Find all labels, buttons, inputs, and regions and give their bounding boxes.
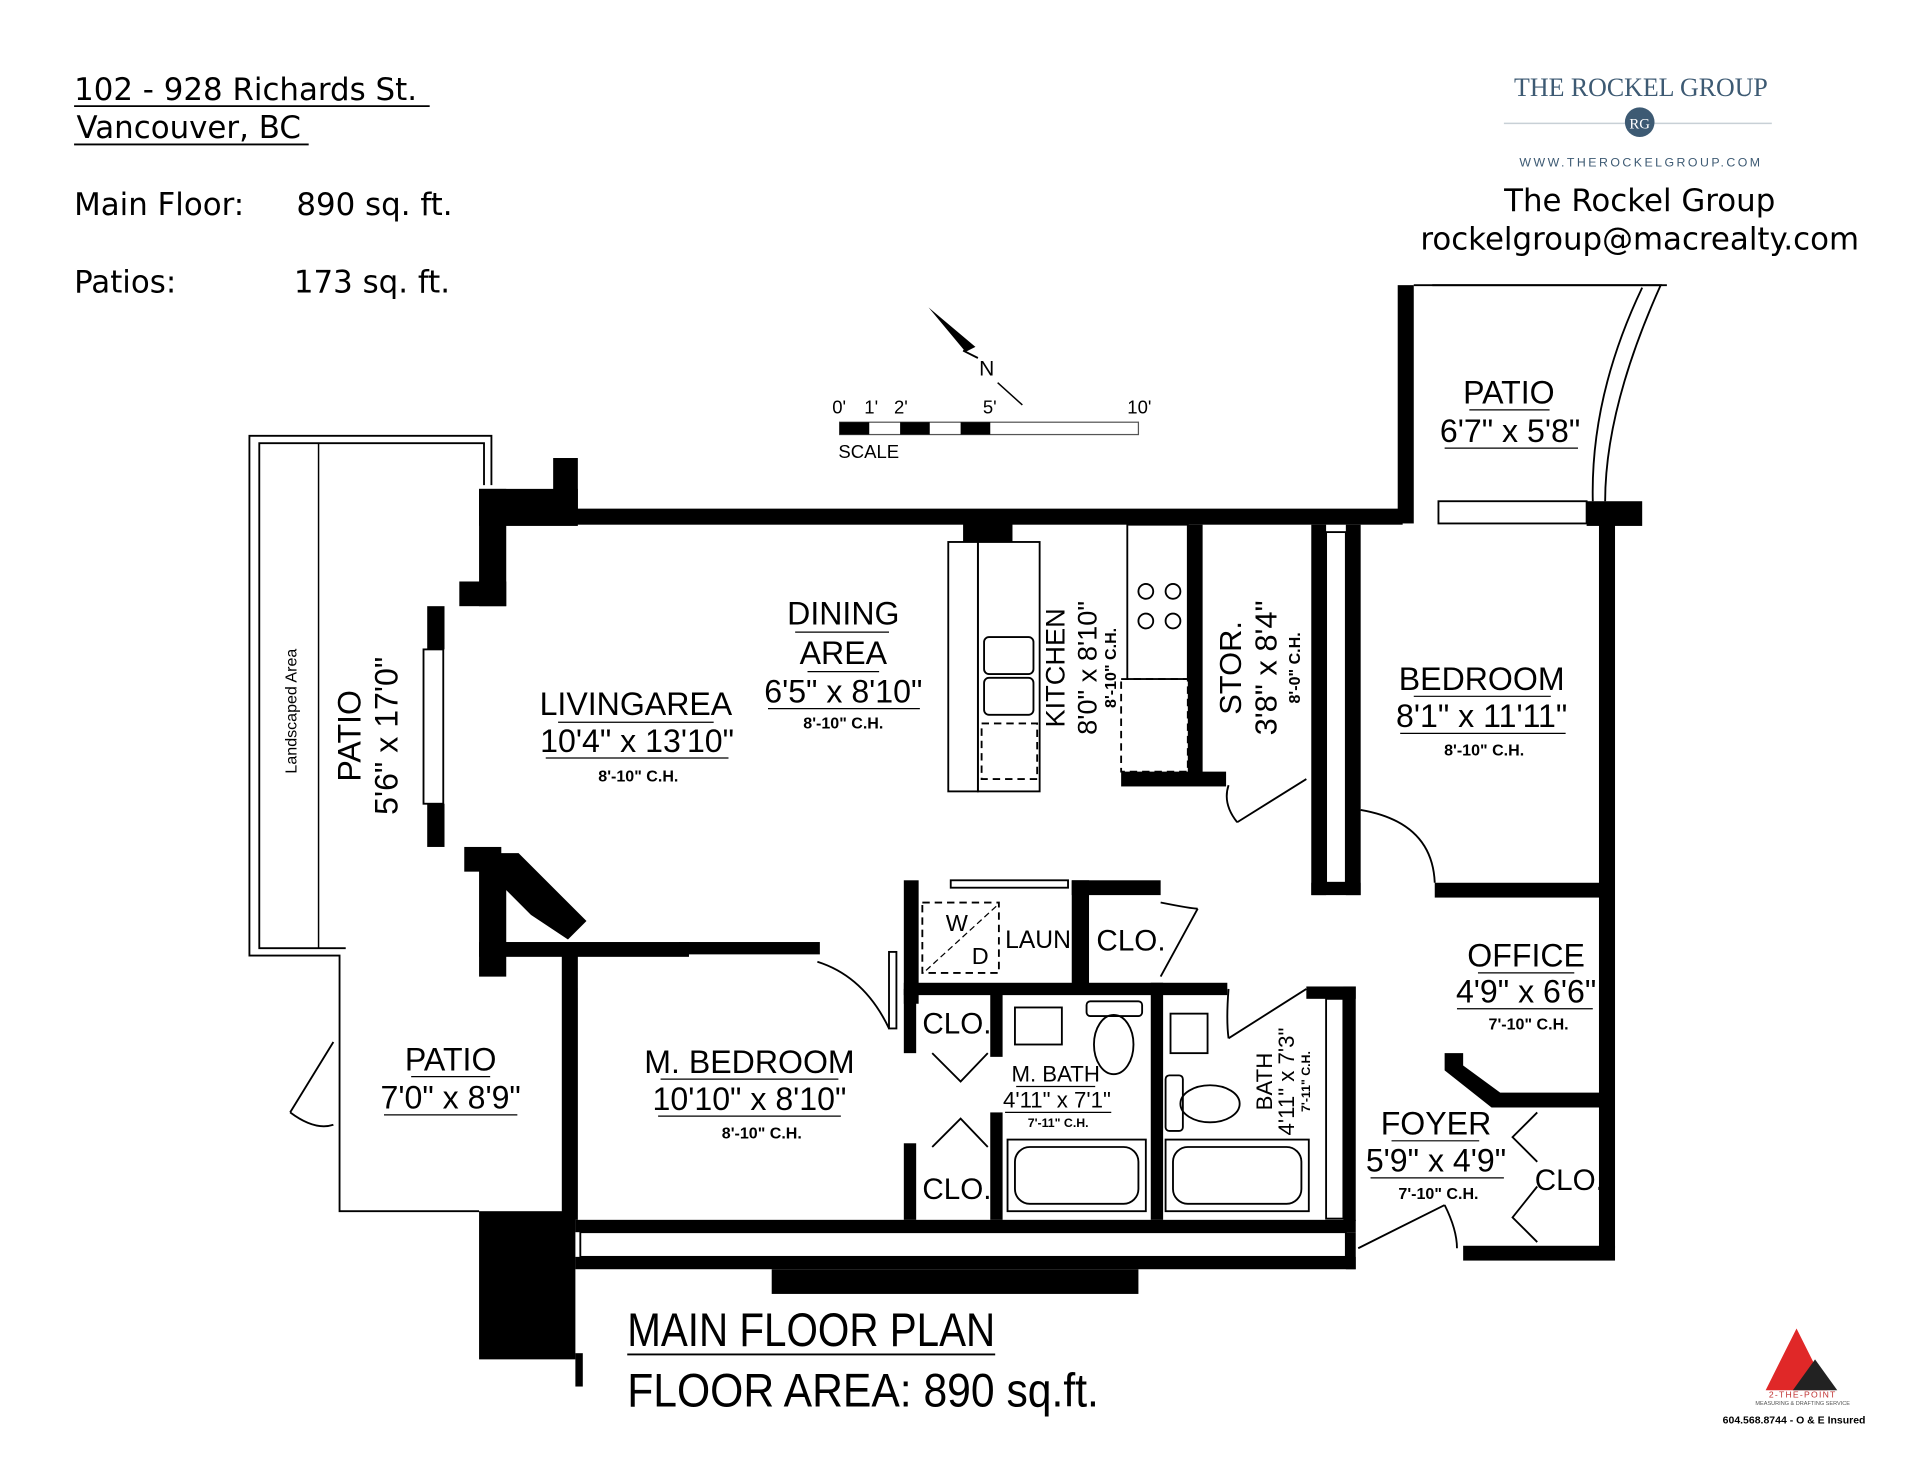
scale-tick-0: 0' — [832, 397, 846, 418]
room-dimensions: 4'9" x 6'6" — [1456, 974, 1596, 1010]
room-name: KITCHEN — [1039, 608, 1070, 727]
room-dimensions: 6'5" x 8'10" — [764, 673, 922, 709]
room-dimensions: 5'6" x 17'0" — [369, 657, 405, 815]
room-living: LIVINGAREA 10'4" x 13'10" 8'-10" C.H. — [540, 686, 734, 786]
room-dimensions: 5'9" x 4'9" — [1366, 1143, 1506, 1179]
room-dimensions: 6'7" x 5'8" — [1440, 413, 1580, 449]
room-name: BEDROOM — [1399, 661, 1565, 697]
logo-name: 2-THE-POINT — [1769, 1390, 1837, 1400]
room-name: PATIO — [405, 1041, 497, 1077]
patios-label: Patios: — [74, 265, 176, 301]
laundry-label: LAUN. — [1005, 927, 1078, 954]
brand-name: The Rockel Group — [1503, 183, 1775, 219]
property-header: 102 - 928 Richards St. Vancouver, BC Mai… — [74, 72, 453, 301]
room-kitchen: KITCHEN 8'0" x 8'10" 8'-10" C.H. — [1039, 601, 1120, 735]
scale-label: SCALE — [838, 441, 899, 462]
walls — [427, 285, 1643, 1387]
room-patio-left: PATIO 5'6" x 17'0" — [332, 657, 405, 815]
room-name: LIVINGAREA — [540, 686, 733, 722]
room-name: M. BATH — [1011, 1062, 1099, 1087]
logo-title: THE ROCKEL GROUP — [1514, 73, 1768, 102]
brand-email[interactable]: rockelgroup@macrealty.com — [1420, 221, 1859, 257]
room-dimensions: 10'4" x 13'10" — [540, 723, 734, 759]
room-name: DINING — [787, 596, 899, 632]
room-office: OFFICE 4'9" x 6'6" 7'-10" C.H. — [1456, 938, 1596, 1034]
scale-tick-1: 1' — [864, 397, 878, 418]
measurer-phone: 604.568.8744 - O & E Insured — [1723, 1416, 1866, 1427]
two-the-point-logo: 2-THE-POINT MEASURING & DRAFTING SERVICE — [1755, 1328, 1850, 1407]
closet-foyer-label: CLO. — [1535, 1164, 1604, 1197]
closet-label: CLO. — [922, 1007, 991, 1040]
ceiling-height: 7'-10" C.H. — [1489, 1016, 1569, 1034]
closet-label: CLO. — [922, 1173, 991, 1206]
room-bedroom: BEDROOM 8'1" x 11'11" 8'-10" C.H. — [1396, 661, 1567, 759]
scale-tick-2: 2' — [894, 397, 908, 418]
room-dimensions: 10'10" x 8'10" — [653, 1081, 847, 1117]
room-patio-bottom: PATIO 7'0" x 8'9" — [381, 1041, 521, 1115]
ceiling-height: 8'-10" C.H. — [598, 768, 678, 786]
logo-url: WWW.THEROCKELGROUP.COM — [1519, 156, 1762, 170]
room-dimensions: 7'0" x 8'9" — [381, 1080, 521, 1116]
room-name: BATH — [1252, 1053, 1277, 1111]
north-arrow-icon: N — [928, 307, 1023, 406]
ceiling-height: 8'-10" C.H. — [803, 714, 883, 732]
room-dimensions: 3'8" x 8'4" — [1249, 600, 1284, 735]
ceiling-height: 7'-10" C.H. — [1398, 1185, 1478, 1203]
room-dining: DINING AREA 6'5" x 8'10" 8'-10" C.H. — [764, 596, 922, 733]
room-name: PATIO — [1463, 375, 1555, 411]
room-name: STOR. — [1213, 621, 1248, 715]
room-name: M. BEDROOM — [644, 1044, 854, 1080]
rockel-group-logo: THE ROCKEL GROUP RG WWW.THEROCKELGROUP.C… — [1503, 73, 1772, 170]
room-dimensions: 8'0" x 8'10" — [1071, 601, 1102, 735]
room-name-line2: AREA — [800, 635, 888, 671]
landscaped-area-label: Landscaped Area — [282, 649, 300, 774]
room-name: OFFICE — [1467, 938, 1585, 974]
room-name: PATIO — [332, 690, 368, 782]
ceiling-height: 8'-0" C.H. — [1286, 632, 1304, 703]
logo-sub: MEASURING & DRAFTING SERVICE — [1755, 1401, 1850, 1407]
stove-burner-icon — [1137, 583, 1182, 630]
scale-bar: 0' 1' 2' 5' 10' SCALE — [832, 397, 1151, 462]
room-dimensions: 8'1" x 11'11" — [1396, 698, 1567, 734]
ceiling-height: 8'-10" C.H. — [1102, 628, 1120, 708]
ceiling-height: 7'-11" C.H. — [1028, 1116, 1089, 1130]
address-line1: 102 - 928 Richards St. — [74, 72, 417, 108]
scale-tick-5: 5' — [983, 397, 997, 418]
room-dimensions: 4'11" x 7'3" — [1274, 1028, 1299, 1136]
room-patio-top: PATIO 6'7" x 5'8" — [1440, 375, 1580, 449]
main-floor-value: 890 sq. ft. — [296, 187, 452, 223]
room-master-bedroom: M. BEDROOM 10'10" x 8'10" 8'-10" C.H. — [644, 1044, 854, 1142]
floor-area: FLOOR AREA: 890 sq.ft. — [627, 1364, 1099, 1416]
ceiling-height: 8'-10" C.H. — [1444, 742, 1524, 760]
plan-title: MAIN FLOOR PLAN — [627, 1304, 995, 1356]
room-foyer: FOYER 5'9" x 4'9" 7'-10" C.H. — [1366, 1106, 1506, 1203]
main-floor-label: Main Floor: — [74, 187, 244, 223]
north-label: N — [979, 357, 994, 380]
dryer-label: D — [972, 943, 989, 969]
ceiling-height: 8'-10" C.H. — [722, 1124, 802, 1142]
room-name: FOYER — [1381, 1106, 1492, 1142]
address-line2: Vancouver, BC — [77, 110, 301, 146]
room-storage: STOR. 3'8" x 8'4" 8'-0" C.H. — [1213, 600, 1304, 735]
room-master-bath: M. BATH 4'11" x 7'1" 7'-11" C.H. — [1003, 1062, 1112, 1130]
washer-label: W — [946, 910, 969, 936]
closet-laundry-label: CLO. — [1096, 925, 1165, 958]
room-bath: BATH 4'11" x 7'3" 7'-11" C.H. — [1252, 1028, 1313, 1136]
scale-tick-10: 10' — [1127, 397, 1151, 418]
patios-value: 173 sq. ft. — [294, 265, 450, 301]
room-dimensions: 4'11" x 7'1" — [1003, 1087, 1111, 1112]
ceiling-height: 7'-11" C.H. — [1299, 1051, 1313, 1112]
fixtures — [248, 284, 1667, 1258]
logo-monogram: RG — [1629, 116, 1650, 132]
